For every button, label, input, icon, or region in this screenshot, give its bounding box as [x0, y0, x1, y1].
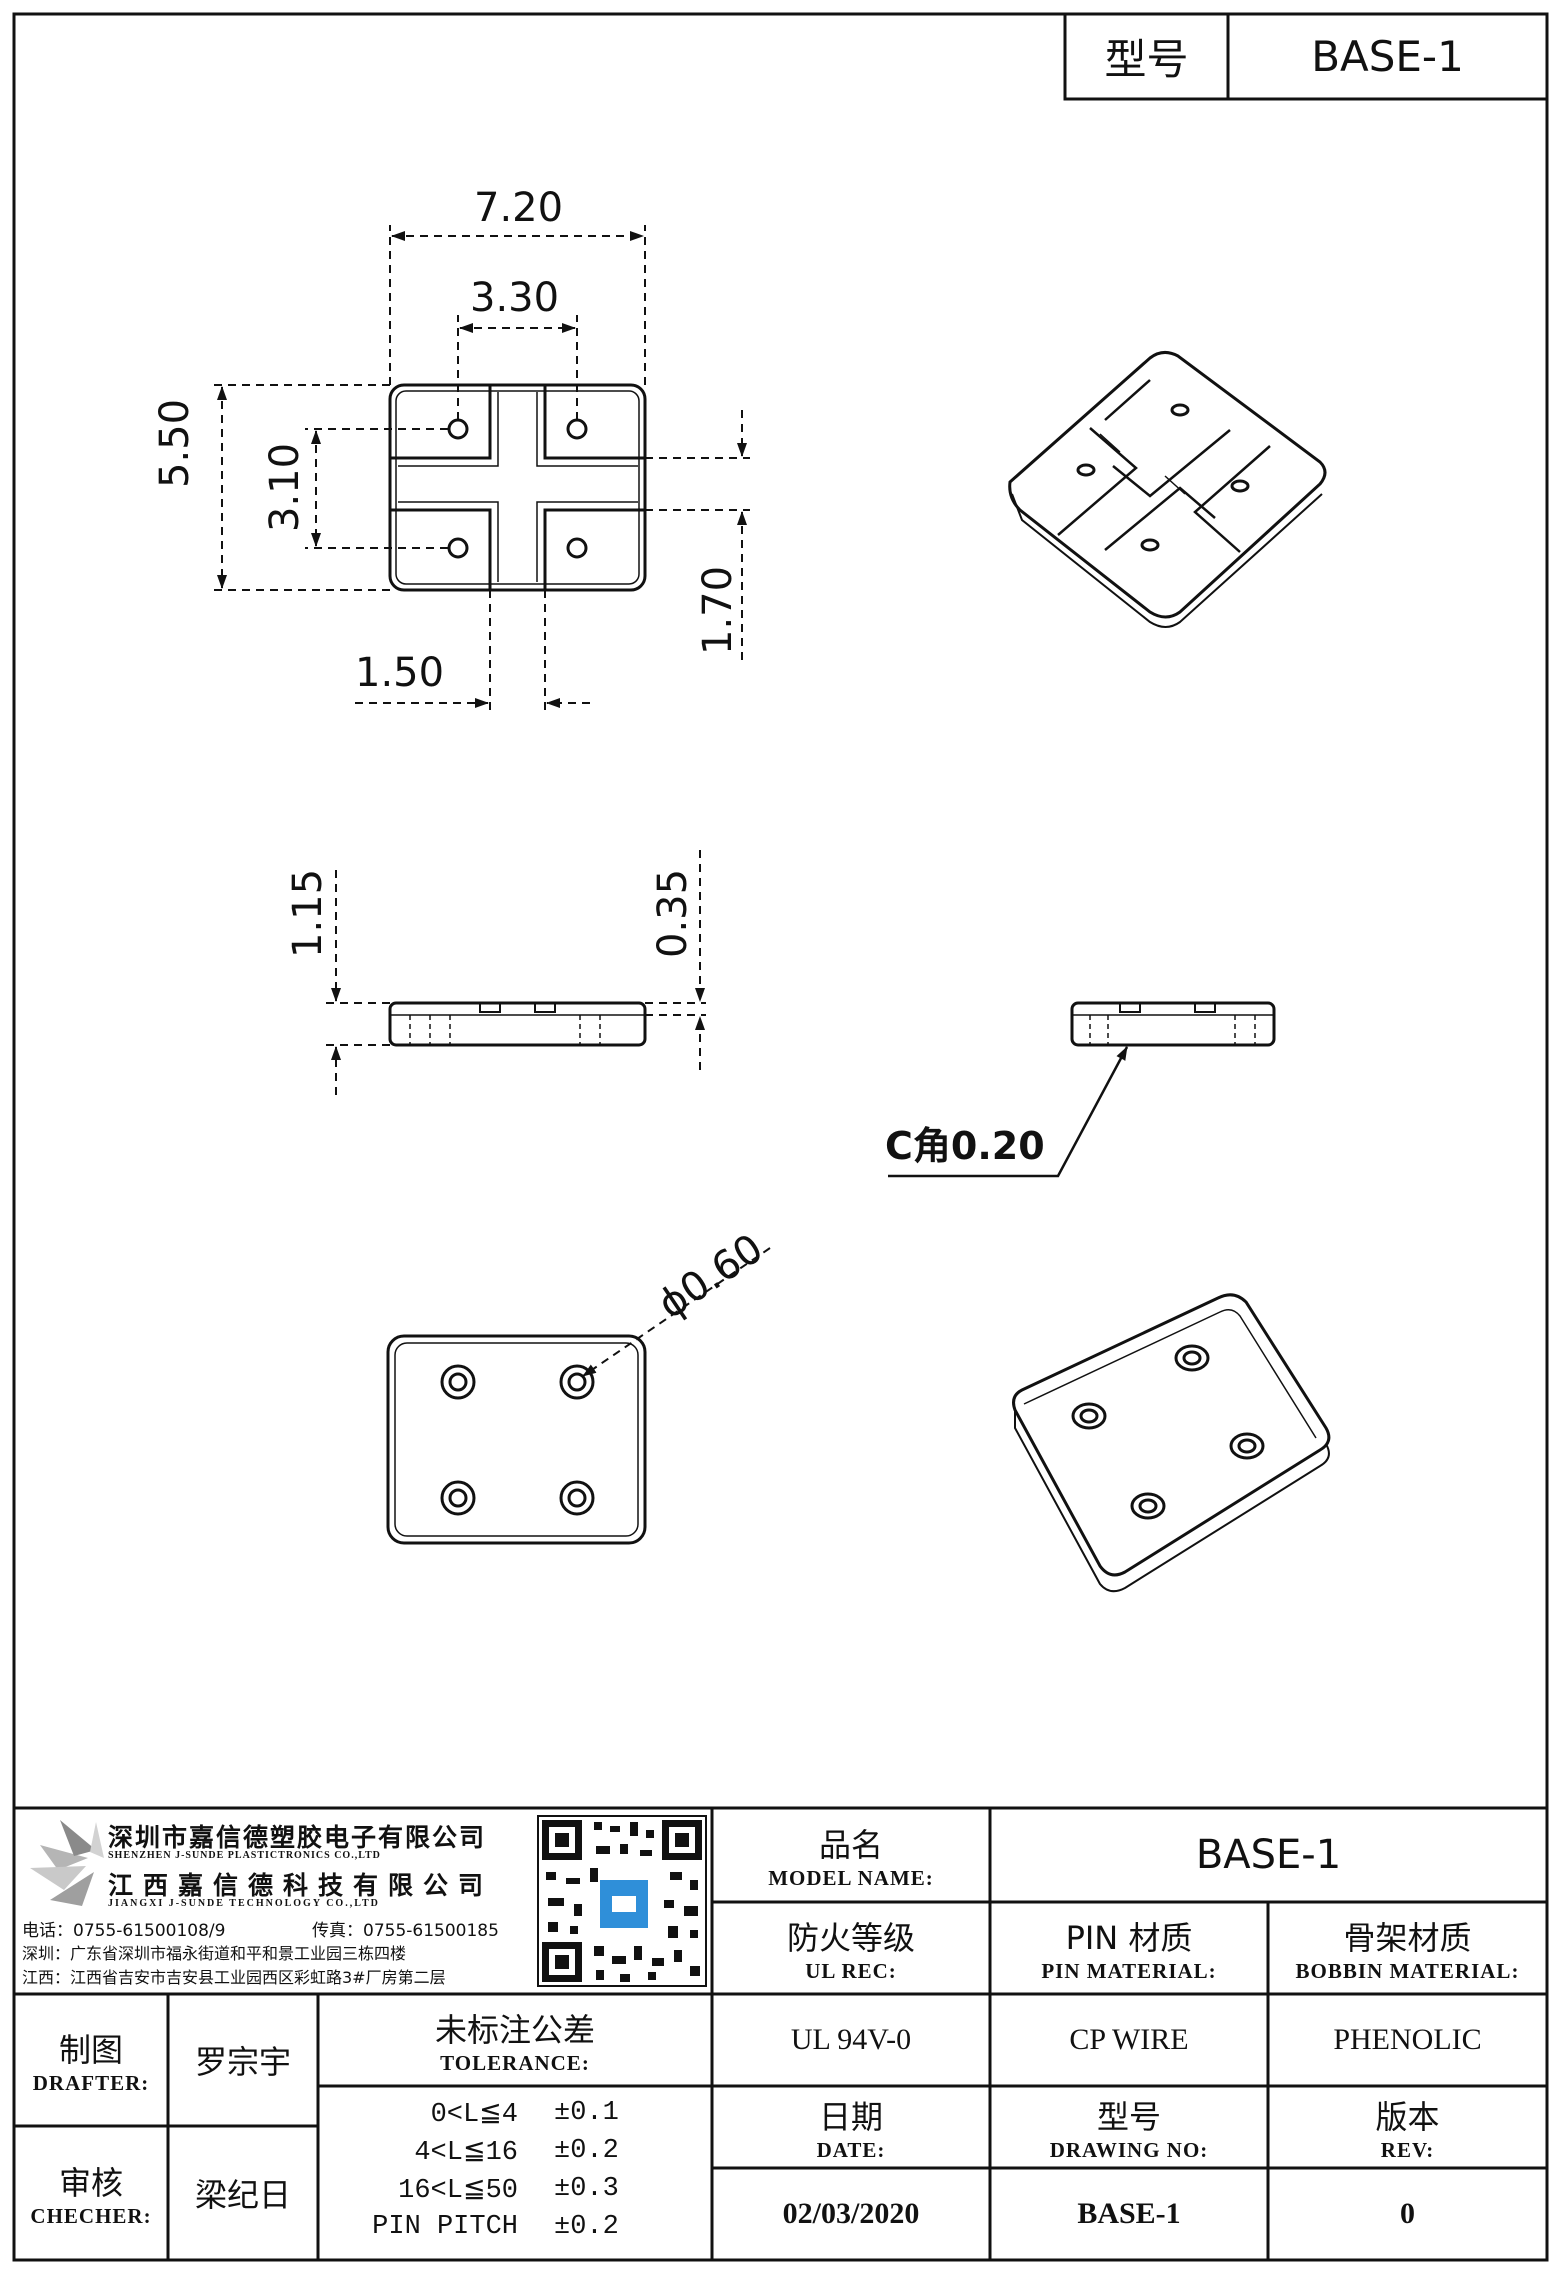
- rev-value: 0: [1400, 2197, 1415, 2230]
- company-logo: [30, 1820, 104, 1906]
- top-iso-part: [1008, 351, 1327, 628]
- qr-code: [537, 1815, 707, 1987]
- dim-height-overall: 5.50: [152, 398, 198, 488]
- company-address-sz: 深圳：广东省深圳市福永街道和平和景工业园三栋四楼: [22, 1944, 407, 1963]
- date-header: 日期 DATE:: [816, 2097, 886, 2162]
- dim-chamfer: C角0.20: [885, 1124, 1045, 1168]
- dim-hole-spacing-x: 3.30: [470, 275, 560, 321]
- side-iso-part: [1070, 1001, 1276, 1047]
- ul-rec-value: UL 94V-0: [790, 2023, 912, 2056]
- tolerance-row: 4<L≦16 ±0.2: [414, 2136, 619, 2168]
- pin-material-value: CP WIRE: [1069, 2023, 1189, 2056]
- title-block-grid: [14, 1806, 1547, 2260]
- dim-width-overall: 7.20: [474, 185, 564, 231]
- dim-step-height: 0.35: [650, 868, 696, 958]
- rev-header: 版本 REV:: [1375, 2097, 1440, 2162]
- tolerance-row: 16<L≦50 ±0.3: [398, 2174, 619, 2206]
- top-view-dimensions: [210, 225, 750, 710]
- drawing-no-value: BASE-1: [1077, 2197, 1181, 2230]
- pin-material-header: PIN 材质 PIN MATERIAL:: [1041, 1918, 1217, 1983]
- top-title-label: 型号: [1104, 35, 1189, 84]
- model-name-value: BASE-1: [1195, 1832, 1342, 1878]
- top-title-value: BASE-1: [1311, 32, 1464, 81]
- bobbin-material-header: 骨架材质 BOBBIN MATERIAL:: [1295, 1918, 1520, 1983]
- model-name-header: 品名 MODEL NAME:: [768, 1825, 934, 1890]
- hole-diameter-leader: [582, 1247, 771, 1377]
- ul-rec-header: 防火等级 UL REC:: [786, 1918, 915, 1983]
- dim-thickness: 1.15: [285, 868, 331, 958]
- company-name-cn-2: 江西嘉信德科技有限公司: [108, 1871, 494, 1900]
- tolerance-table: 0<L≦4 ±0.1 4<L≦16 ±0.2 16<L≦50 ±0.3 PIN …: [318, 2094, 712, 2246]
- chamfer-leader: [888, 1046, 1129, 1178]
- company-fax: 传真：0755-61500185: [312, 1921, 499, 1941]
- drawing-no-header: 型号 DRAWING NO:: [1049, 2097, 1209, 2162]
- company-name-cn-1: 深圳市嘉信德塑胶电子有限公司: [108, 1823, 487, 1852]
- company-phone: 电话：0755-61500108/9: [22, 1921, 226, 1941]
- side-view-part: [388, 1001, 647, 1047]
- top-title-box: [1063, 12, 1549, 101]
- bottom-iso-part: [1012, 1293, 1331, 1593]
- company-name-en-2: JIANGXI J-SUNDE TECHNOLOGY CO.,LTD: [108, 1898, 380, 1909]
- company-address-jx: 江西：江西省吉安市吉安县工业园西区彩虹路3#厂房第二层: [22, 1968, 446, 1987]
- drafter-name: 罗宗宇: [194, 2043, 291, 2081]
- bottom-view-part: [386, 1334, 647, 1545]
- dim-hole-spacing-y: 3.10: [262, 442, 308, 532]
- checker-name: 梁纪日: [194, 2176, 291, 2214]
- date-value: 02/03/2020: [782, 2197, 920, 2230]
- company-name-en-1: SHENZHEN J-SUNDE PLASTICTRONICS CO.,LTD: [108, 1850, 381, 1861]
- tolerance-row: 0<L≦4 ±0.1: [430, 2098, 619, 2130]
- bobbin-material-value: PHENOLIC: [1333, 2023, 1482, 2056]
- dim-slot-width-right: 1.70: [695, 565, 741, 655]
- checker-label: 审核 CHECHER:: [30, 2163, 152, 2228]
- tolerance-header: 未标注公差 TOLERANCE:: [434, 2010, 595, 2075]
- drafter-label: 制图 DRAFTER:: [32, 2030, 150, 2095]
- tolerance-row: PIN PITCH ±0.2: [372, 2212, 619, 2242]
- top-view-part: [388, 383, 647, 592]
- dim-slot-width-bottom: 1.50: [355, 650, 445, 696]
- sheet-border: [12, 12, 1549, 2262]
